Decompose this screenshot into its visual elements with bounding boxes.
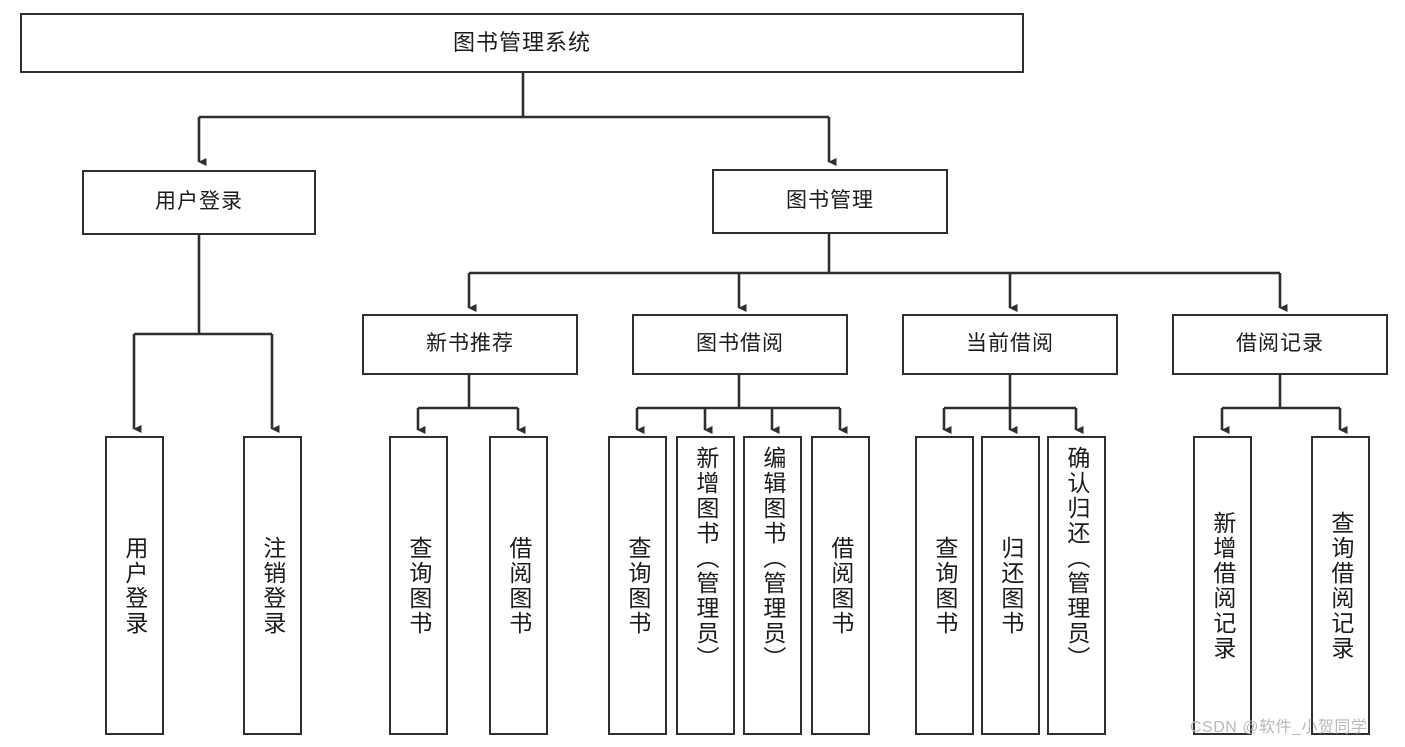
node-borrow-record[interactable]: 借阅记录 — [1172, 314, 1388, 375]
node-current-borrow[interactable]: 当前借阅 — [902, 314, 1118, 375]
leaf-user-login[interactable]: 用户登录 — [105, 436, 164, 735]
node-new-book-recommend[interactable]: 新书推荐 — [362, 314, 578, 375]
leaf-add-borrow-record[interactable]: 新增借阅记录 — [1193, 436, 1252, 735]
leaf-recommend-borrow-book[interactable]: 借阅图书 — [489, 436, 548, 735]
leaf-add-book-admin-label: 新增图书（管理员） — [692, 446, 719, 671]
leaf-borrow-book[interactable]: 借阅图书 — [811, 436, 870, 735]
node-book-management-label: 图书管理 — [786, 189, 874, 213]
leaf-user-login-label: 用户登录 — [121, 535, 148, 636]
leaf-current-query-book-label: 查询图书 — [931, 535, 958, 636]
node-user-login[interactable]: 用户登录 — [82, 170, 316, 235]
node-user-login-label: 用户登录 — [155, 190, 243, 214]
leaf-query-borrow-record[interactable]: 查询借阅记录 — [1311, 436, 1370, 735]
leaf-logout-label: 注销登录 — [259, 535, 286, 636]
node-current-borrow-label: 当前借阅 — [966, 332, 1054, 356]
node-book-management[interactable]: 图书管理 — [712, 169, 948, 234]
leaf-confirm-return-admin[interactable]: 确认归还（管理员） — [1047, 436, 1106, 735]
leaf-recommend-query-book-label: 查询图书 — [405, 535, 432, 636]
leaf-confirm-return-admin-label: 确认归还（管理员） — [1063, 446, 1090, 671]
node-book-borrow-label: 图书借阅 — [696, 332, 784, 356]
leaf-recommend-borrow-book-label: 借阅图书 — [505, 535, 532, 636]
leaf-edit-book-admin[interactable]: 编辑图书（管理员） — [743, 436, 802, 735]
leaf-logout[interactable]: 注销登录 — [243, 436, 302, 735]
leaf-add-book-admin[interactable]: 新增图书（管理员） — [676, 436, 735, 735]
leaf-borrow-query-book-label: 查询图书 — [624, 535, 651, 636]
node-book-borrow[interactable]: 图书借阅 — [632, 314, 848, 375]
leaf-return-book-label: 归还图书 — [997, 535, 1024, 636]
leaf-current-query-book[interactable]: 查询图书 — [915, 436, 974, 735]
node-root-system[interactable]: 图书管理系统 — [20, 13, 1024, 73]
leaf-add-borrow-record-label: 新增借阅记录 — [1209, 510, 1236, 661]
leaf-borrow-query-book[interactable]: 查询图书 — [608, 436, 667, 735]
node-borrow-record-label: 借阅记录 — [1236, 332, 1324, 356]
leaf-borrow-book-label: 借阅图书 — [827, 535, 854, 636]
leaf-return-book[interactable]: 归还图书 — [981, 436, 1040, 735]
leaf-recommend-query-book[interactable]: 查询图书 — [389, 436, 448, 735]
node-new-book-recommend-label: 新书推荐 — [426, 332, 514, 356]
leaf-query-borrow-record-label: 查询借阅记录 — [1327, 510, 1354, 661]
node-root-system-label: 图书管理系统 — [452, 30, 591, 56]
leaf-edit-book-admin-label: 编辑图书（管理员） — [759, 446, 786, 671]
